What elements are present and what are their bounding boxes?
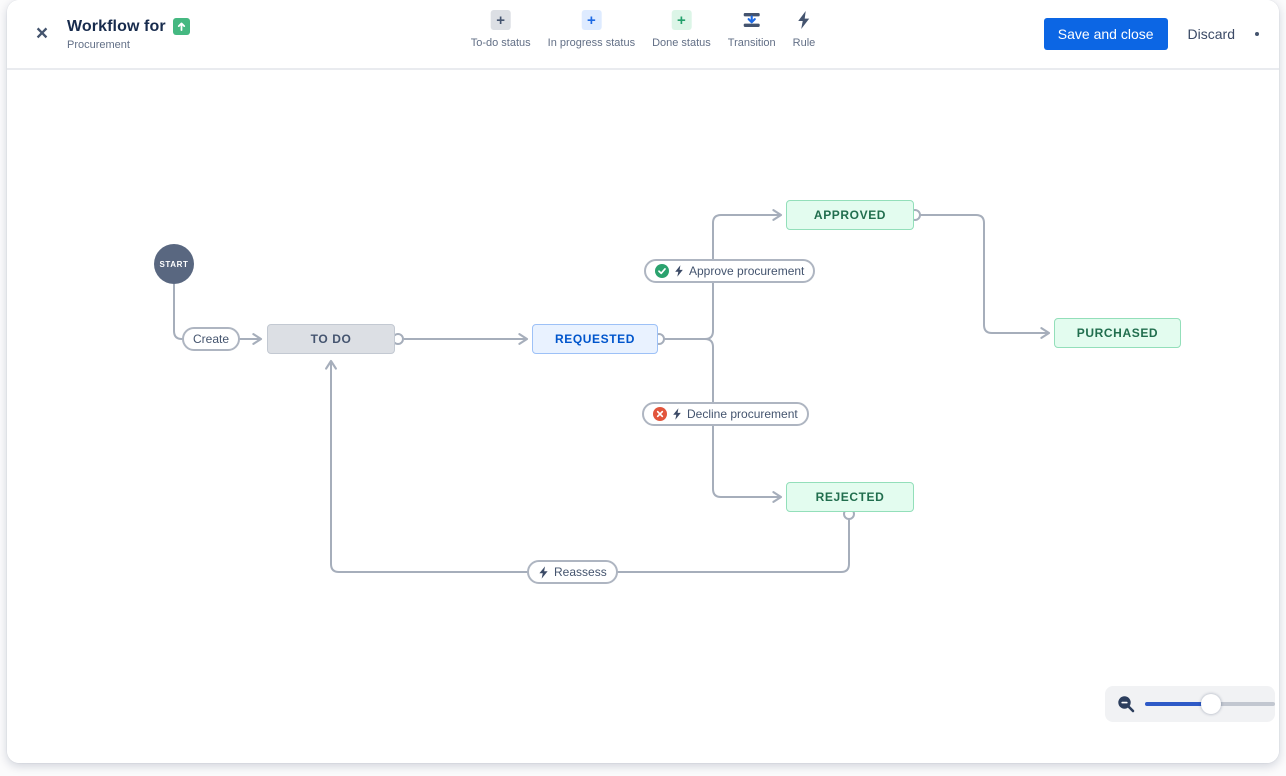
check-circle-icon [655, 264, 669, 278]
transition-label: Approve procurement [689, 264, 805, 278]
zoom-slider[interactable] [1145, 694, 1275, 714]
plus-icon: + [671, 10, 692, 30]
save-and-close-button[interactable]: Save and close [1043, 18, 1168, 50]
add-todo-status-button[interactable]: + To-do status [471, 10, 531, 49]
tool-label: To-do status [470, 37, 531, 49]
add-transition-button[interactable]: Transition [728, 10, 776, 49]
page-title: Workflow for [67, 17, 166, 35]
transition-reassess[interactable]: Reassess [527, 560, 618, 584]
edge-approved-purchased [920, 214, 1051, 339]
status-node-requested[interactable]: REQUESTED [532, 324, 658, 354]
workflow-subtitle: Procurement [67, 38, 130, 51]
discard-button[interactable]: Discard [1187, 26, 1235, 42]
transition-arrows-icon [742, 10, 762, 30]
transition-create[interactable]: Create [182, 327, 241, 351]
status-label: REJECTED [815, 490, 885, 504]
arrow-up-square-icon [172, 18, 190, 35]
transition-label: Decline procurement [687, 407, 798, 421]
title-block: Workflow for Procurement [67, 18, 190, 51]
add-done-status-button[interactable]: + Done status [652, 10, 711, 49]
zoom-slider-track [1211, 702, 1275, 706]
status-node-todo[interactable]: TO DO [267, 324, 395, 354]
close-button[interactable]: × [27, 19, 57, 49]
lightning-bolt-icon [672, 408, 682, 420]
status-node-approved[interactable]: APPROVED [786, 200, 914, 230]
zoom-control [1105, 686, 1275, 722]
start-node[interactable]: START [154, 244, 194, 284]
edge-rejected-todo [325, 359, 850, 573]
add-in-progress-status-button[interactable]: + In progress status [548, 10, 635, 49]
plus-icon: + [581, 10, 602, 30]
editor-toolbar: + To-do status + In progress status + Do… [471, 10, 816, 49]
transition-approve-procurement[interactable]: Approve procurement [644, 259, 816, 283]
workflow-canvas[interactable]: START TO DO REQUESTED APPROVED REJECTED … [7, 70, 1279, 763]
plus-icon: + [490, 10, 511, 30]
transition-decline-procurement[interactable]: Decline procurement [642, 402, 809, 426]
close-icon: × [35, 22, 49, 45]
cross-circle-icon [653, 407, 667, 421]
tool-label: Rule [792, 37, 816, 49]
header-actions: Save and close Discard [1043, 18, 1259, 50]
start-label: START [159, 259, 189, 269]
transition-label: Create [193, 332, 230, 346]
tool-label: Done status [652, 37, 711, 49]
editor-header: × Workflow for Procurement + To-do statu… [7, 0, 1279, 70]
status-label: TO DO [310, 332, 352, 346]
status-label: PURCHASED [1076, 326, 1159, 340]
lightning-bolt-icon [538, 565, 549, 579]
tool-label: Transition [727, 37, 776, 49]
status-label: REQUESTED [554, 332, 636, 346]
transition-label: Reassess [554, 565, 607, 579]
edge-start-create [173, 284, 183, 340]
status-label: APPROVED [813, 208, 887, 222]
tool-label: In progress status [547, 37, 636, 49]
add-rule-button[interactable]: Rule [792, 10, 816, 49]
zoom-slider-fill [1145, 702, 1211, 706]
lightning-bolt-icon [794, 10, 814, 30]
status-node-rejected[interactable]: REJECTED [786, 482, 914, 512]
status-node-purchased[interactable]: PURCHASED [1054, 318, 1181, 348]
lightning-bolt-icon [674, 265, 684, 277]
magnifier-minus-icon[interactable] [1117, 695, 1135, 713]
workflow-editor-window: × Workflow for Procurement + To-do statu… [7, 0, 1279, 763]
overflow-menu-dot[interactable] [1255, 32, 1259, 36]
zoom-slider-thumb[interactable] [1201, 694, 1221, 714]
diagram-stage: START TO DO REQUESTED APPROVED REJECTED … [7, 70, 1279, 763]
